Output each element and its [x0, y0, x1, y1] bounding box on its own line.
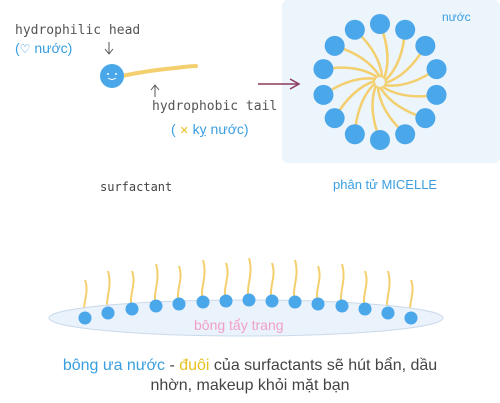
hydrophilic-head-label: hydrophilic head	[15, 23, 141, 38]
caption-line-1: bông ưa nước - đuôi của surfactants sẽ h…	[0, 357, 500, 375]
micelle-head	[395, 124, 416, 145]
pad-head	[335, 299, 349, 313]
caption-line-2: nhờn, makeup khỏi mặt bạn	[150, 377, 350, 394]
pad-head	[125, 302, 139, 316]
pad-head	[101, 306, 115, 320]
cross-icon: ✕	[179, 125, 189, 137]
pad-head	[219, 294, 233, 308]
cotton-pad-label: bông tẩy trang	[194, 317, 284, 333]
pad-head	[288, 295, 302, 309]
right-arrow-icon	[258, 78, 301, 90]
pad-head	[311, 297, 325, 311]
hydrophilic-note: (♡ nước)	[15, 40, 73, 56]
water-label: nước	[442, 10, 471, 24]
heart-icon: ♡	[19, 42, 31, 56]
pad-head	[172, 297, 186, 311]
pad-head	[358, 302, 372, 316]
micelle-head	[415, 35, 436, 56]
micelle-head	[426, 84, 447, 105]
micelle-head	[395, 19, 416, 40]
micelle-label: phân tử MICELLE	[333, 177, 438, 192]
pad-heads	[78, 293, 418, 325]
micelle	[313, 14, 447, 150]
hydrophobic-note-text: kỵ nước	[192, 121, 244, 137]
surfactant-tail	[120, 64, 198, 78]
micelle-head	[324, 35, 345, 56]
pad-head	[265, 294, 279, 308]
pad-head	[149, 299, 163, 313]
pad-head	[404, 311, 418, 325]
micelle-head	[426, 59, 447, 80]
pad-head	[381, 306, 395, 320]
caption-separator: -	[165, 357, 180, 374]
hydrophobic-tail-label: hydrophobic tail	[152, 99, 278, 114]
hydrophobic-note: ( ✕ kỵ nước)	[171, 121, 249, 137]
pad-head	[78, 311, 92, 325]
pad-head	[196, 295, 210, 309]
micelle-head	[344, 124, 365, 145]
caption-text: của surfactants sẽ hút bẩn, dầu	[209, 357, 438, 374]
surfactant-label: surfactant	[100, 180, 173, 194]
micelle-head	[370, 14, 390, 34]
micelle-head	[370, 130, 390, 150]
surfactant-head	[100, 64, 124, 88]
up-arrow-icon	[150, 84, 160, 97]
micelle-head	[415, 108, 436, 129]
micelle-head	[313, 84, 334, 105]
pad-head	[242, 293, 256, 307]
caption-highlight-yellow: đuôi	[179, 357, 210, 374]
smiley-face-icon	[107, 73, 117, 80]
down-arrow-icon	[104, 42, 114, 55]
caption-highlight-blue: bông ưa nước	[62, 357, 166, 374]
micelle-head	[313, 59, 334, 80]
micelle-head	[324, 108, 345, 129]
micelle-head	[344, 19, 365, 40]
hydrophilic-note-text: nước	[34, 40, 68, 56]
